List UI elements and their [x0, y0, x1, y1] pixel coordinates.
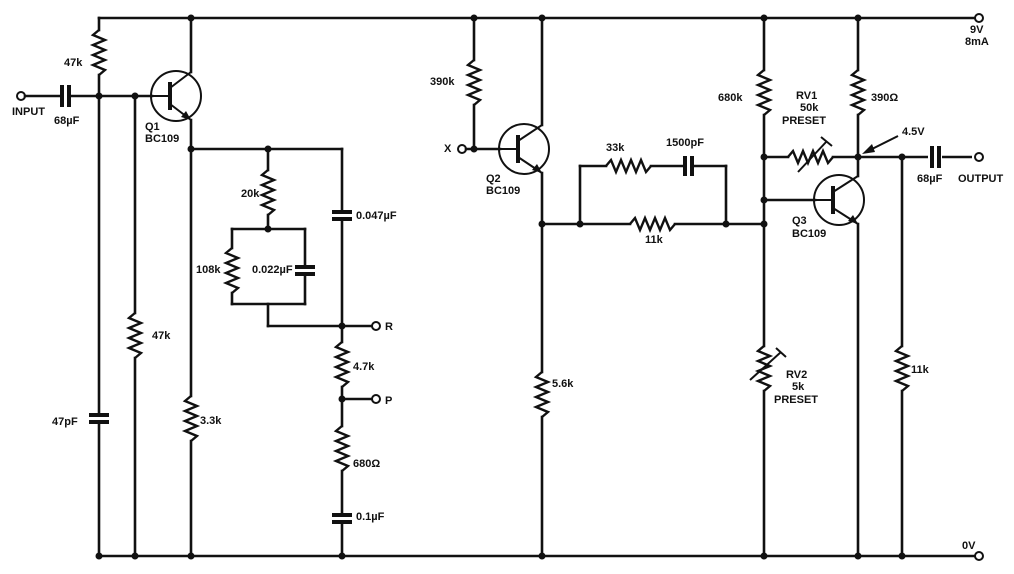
- resistor-47k-bias-top: [89, 29, 109, 76]
- label-q1-type: BC109: [145, 133, 179, 145]
- label-ground: 0V: [962, 540, 976, 552]
- label-node-r: R: [385, 321, 393, 333]
- label-input: INPUT: [12, 106, 45, 118]
- label-4.7k: 4.7k: [353, 361, 375, 373]
- transistor-q3: [813, 174, 865, 226]
- label-680ohm: 680Ω: [353, 458, 380, 470]
- resistor-20k: [258, 169, 278, 216]
- label-0.1uF: 0.1µF: [356, 511, 385, 523]
- label-output-capacitor: 68µF: [917, 173, 943, 185]
- label-11k-output: 11k: [911, 364, 930, 376]
- node-p-terminal: [371, 394, 381, 404]
- capacitor-0.022uF: [295, 265, 315, 276]
- output-capacitor: [928, 146, 942, 168]
- label-108k: 108k: [196, 264, 221, 276]
- transistor-q1: [150, 70, 202, 122]
- label-4.5v: 4.5V: [902, 126, 925, 138]
- label-47k-top: 47k: [64, 57, 83, 69]
- resistor-108k: [222, 247, 242, 294]
- label-rv1-type: PRESET: [782, 115, 826, 127]
- label-rv2-type: PRESET: [774, 394, 818, 406]
- label-0.047uF: 0.047µF: [356, 210, 397, 222]
- output-terminal: [974, 152, 984, 162]
- label-47pF: 47pF: [52, 416, 78, 428]
- label-q2-name: Q2: [486, 173, 501, 185]
- label-input-capacitor: 68µF: [54, 115, 80, 127]
- transistor-q2: [498, 123, 550, 175]
- resistor-390k: [464, 59, 484, 106]
- label-20k: 20k: [241, 188, 260, 200]
- capacitor-47pF: [89, 413, 109, 424]
- resistor-11k-output: [892, 345, 912, 392]
- resistor-390ohm: [848, 69, 868, 116]
- label-680k: 680k: [718, 92, 743, 104]
- label-q3-type: BC109: [792, 228, 826, 240]
- label-node-x: X: [444, 143, 452, 155]
- label-q1-name: Q1: [145, 121, 160, 133]
- label-supply-current: 8mA: [965, 36, 989, 48]
- label-rv1-value: 50k: [800, 102, 819, 114]
- resistor-11k-feedback: [629, 214, 676, 234]
- resistor-680k: [754, 69, 774, 116]
- capacitor-0.1uF: [332, 513, 352, 524]
- label-rv2-name: RV2: [786, 369, 807, 381]
- label-1500pF: 1500pF: [666, 137, 704, 149]
- label-11k-feedback: 11k: [645, 234, 664, 246]
- preset-rv1: [787, 136, 834, 173]
- label-rv2-value: 5k: [792, 381, 805, 393]
- resistor-47k-bias-low: [125, 312, 145, 359]
- resistor-4.7k: [332, 341, 352, 388]
- ground-terminal: [974, 551, 984, 561]
- label-rv1-name: RV1: [796, 90, 817, 102]
- resistor-3.3k: [181, 395, 201, 442]
- resistor-5.6k: [532, 371, 552, 418]
- label-q2-type: BC109: [486, 185, 520, 197]
- preset-rv2: [749, 345, 787, 392]
- label-supply-voltage: 9V: [970, 24, 984, 36]
- supply-terminal: [974, 13, 984, 23]
- label-390ohm: 390Ω: [871, 92, 898, 104]
- label-47k-low: 47k: [152, 330, 171, 342]
- label-node-p: P: [385, 395, 392, 407]
- label-q3-name: Q3: [792, 215, 807, 227]
- label-33k: 33k: [606, 142, 625, 154]
- label-390k: 390k: [430, 76, 455, 88]
- label-0.022uF: 0.022µF: [252, 264, 293, 276]
- label-output: OUTPUT: [958, 173, 1004, 185]
- label-5.6k: 5.6k: [552, 378, 574, 390]
- capacitor-1500pF: [683, 156, 694, 176]
- resistor-33k: [605, 156, 652, 176]
- capacitor-0.047uF: [332, 210, 352, 221]
- label-3.3k: 3.3k: [200, 415, 222, 427]
- resistor-680ohm: [332, 425, 352, 472]
- node-r-terminal: [371, 321, 381, 331]
- input-capacitor: [60, 85, 71, 107]
